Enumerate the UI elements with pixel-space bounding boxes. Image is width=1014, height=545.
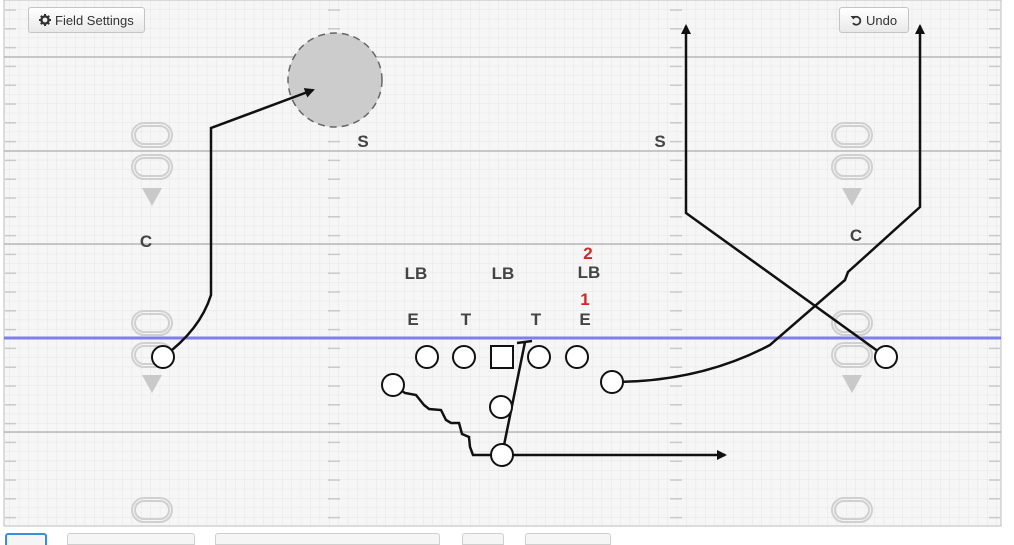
undo-button[interactable]: Undo [839, 7, 909, 33]
tab[interactable] [525, 533, 611, 545]
player-center[interactable] [490, 345, 514, 369]
field-number-marker [834, 500, 870, 520]
field-number-marker [834, 125, 870, 145]
defender-lb-mid[interactable]: LB [492, 264, 515, 283]
field-number-marker [134, 313, 170, 333]
defender-end-left[interactable]: E [407, 310, 418, 329]
field-number-marker [131, 497, 173, 523]
direction-arrow-marker [142, 375, 162, 393]
field-number-marker [834, 157, 870, 177]
field-grid [4, 0, 1001, 526]
field-number-marker [831, 497, 873, 523]
defender-tackle-left[interactable]: T [461, 310, 472, 329]
field-number-marker [831, 310, 873, 336]
coverage-zone[interactable] [287, 32, 383, 128]
field-number-marker [134, 125, 170, 145]
field-number-marker [131, 310, 173, 336]
yard-lines [4, 56, 1001, 433]
field-number-markers [131, 122, 873, 523]
player-lineman[interactable] [452, 345, 476, 369]
read-number-2: 2 [583, 244, 592, 263]
tab[interactable] [5, 533, 47, 545]
tab[interactable] [67, 533, 195, 545]
tab[interactable] [215, 533, 440, 545]
defender-tackle-right[interactable]: T [531, 310, 542, 329]
player-rb[interactable] [490, 443, 514, 467]
player-slot[interactable] [600, 370, 624, 394]
route-zigzag-motion[interactable] [392, 383, 502, 457]
defender-lb-right[interactable]: LB [578, 263, 601, 282]
defender-corner-right[interactable]: C [850, 226, 862, 245]
undo-label: Undo [866, 12, 898, 28]
field-number-marker [131, 154, 173, 180]
player-qb[interactable] [489, 395, 513, 419]
route-qb-block[interactable] [500, 341, 527, 456]
field-number-marker [131, 122, 173, 148]
field-number-marker [834, 345, 870, 365]
defender-end-right[interactable]: E [579, 310, 590, 329]
player-lineman[interactable] [415, 345, 439, 369]
offense [151, 345, 898, 467]
direction-arrow-marker [142, 188, 162, 206]
player-wr-left[interactable] [151, 345, 175, 369]
player-lineman[interactable] [527, 345, 551, 369]
defense: S S C C LB LB LB E T T E 2 1 [140, 132, 862, 329]
defender-safety-right[interactable]: S [654, 132, 665, 151]
direction-arrow-marker [842, 375, 862, 393]
direction-arrow-marker [842, 188, 862, 206]
defender-corner-left[interactable]: C [140, 232, 152, 251]
field-settings-button[interactable]: Field Settings [28, 7, 145, 33]
read-number-1: 1 [580, 290, 589, 309]
field-number-marker [831, 154, 873, 180]
player-wr-right[interactable] [874, 345, 898, 369]
field-settings-label: Field Settings [55, 12, 134, 28]
field-number-marker [831, 122, 873, 148]
gear-icon [39, 14, 51, 26]
defender-safety-left[interactable]: S [357, 132, 368, 151]
tab[interactable] [462, 533, 504, 545]
player-te[interactable] [381, 373, 405, 397]
route-right-wr-post[interactable] [681, 24, 887, 359]
block-mark [516, 339, 533, 345]
field-number-marker [134, 500, 170, 520]
defender-lb-left[interactable]: LB [405, 264, 428, 283]
undo-icon [850, 15, 862, 26]
field-number-marker [831, 342, 873, 368]
field-number-marker [134, 157, 170, 177]
player-lineman[interactable] [565, 345, 589, 369]
route-slot-wr[interactable] [611, 24, 925, 384]
